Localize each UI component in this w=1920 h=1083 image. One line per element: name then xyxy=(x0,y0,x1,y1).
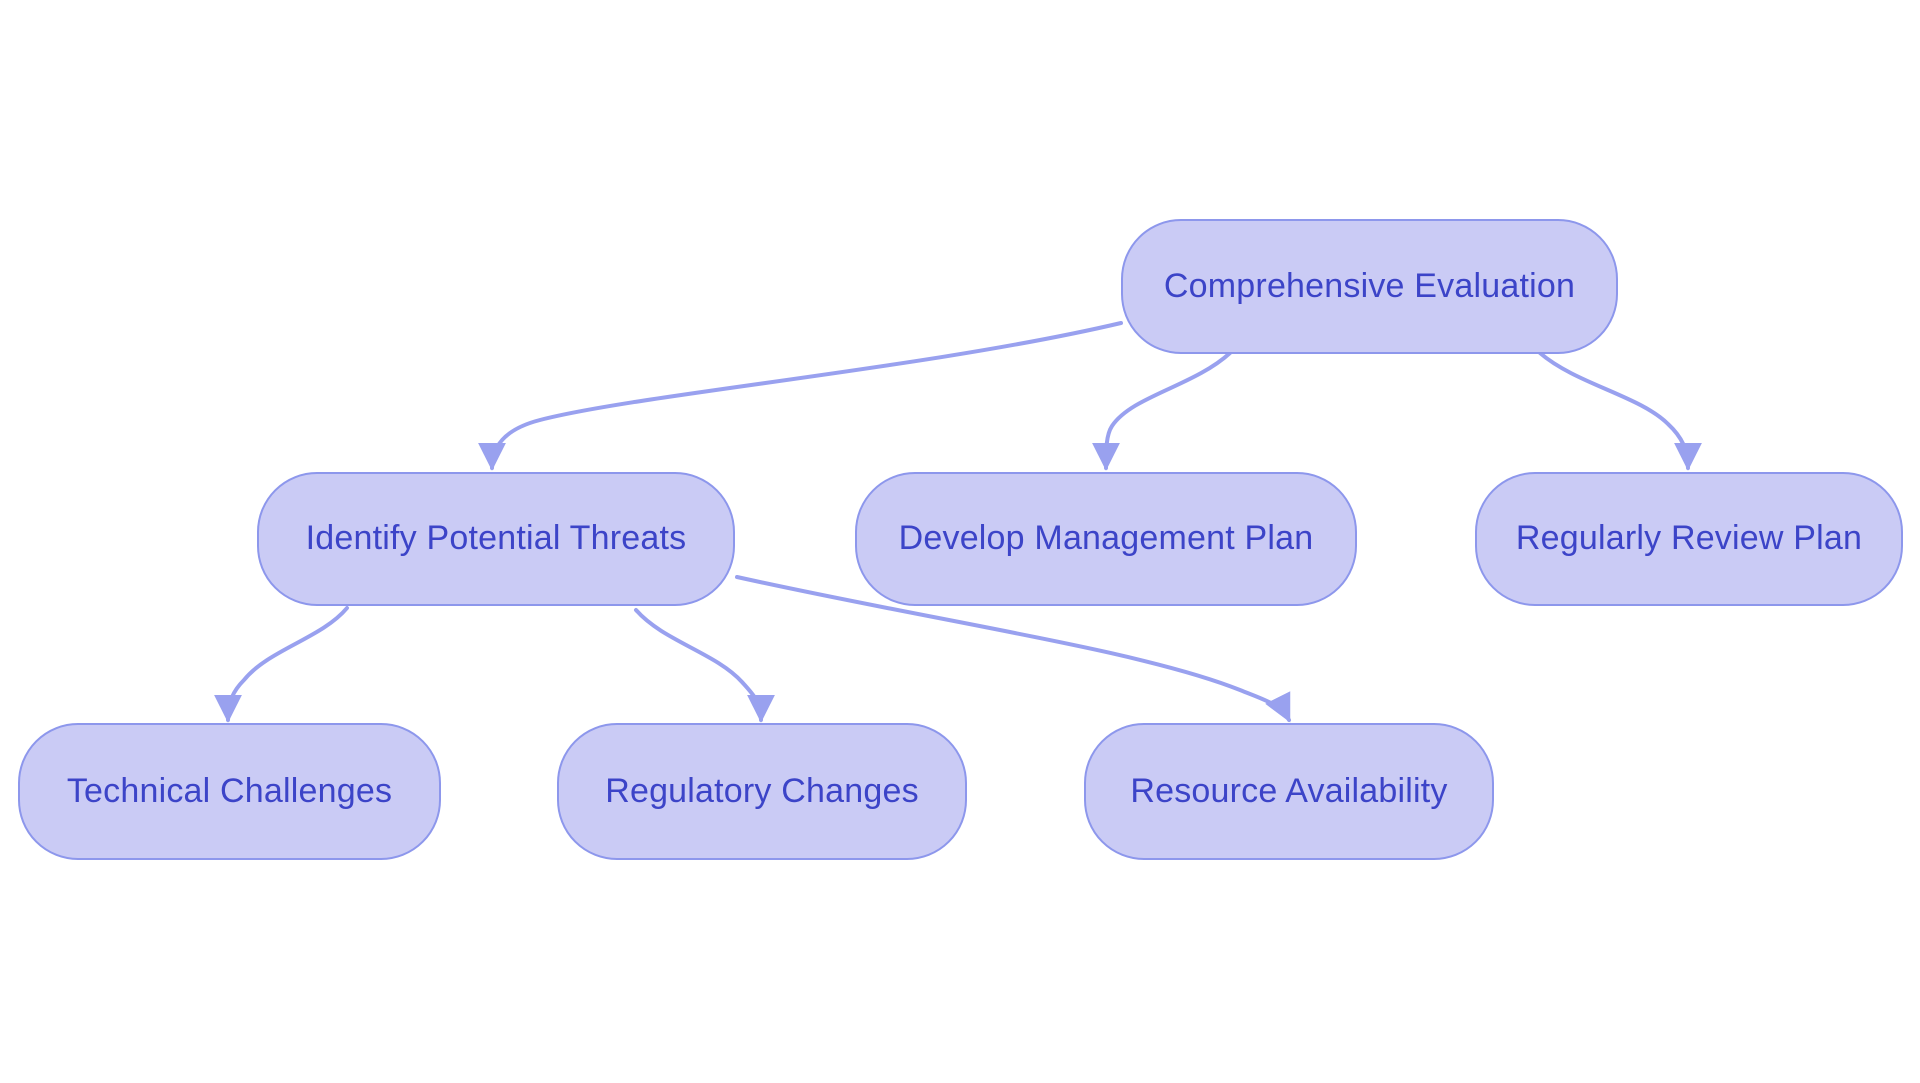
node-label: Identify Potential Threats xyxy=(305,519,687,558)
node-technical-challenges: Technical Challenges xyxy=(18,723,441,860)
node-label: Regulatory Changes xyxy=(605,771,919,810)
node-label: Regularly Review Plan xyxy=(1515,519,1863,558)
edge-comprehensive-to-review xyxy=(1538,351,1702,471)
node-comprehensive-evaluation: Comprehensive Evaluation xyxy=(1121,219,1618,354)
node-label: Resource Availability xyxy=(1130,771,1448,810)
edge-comprehensive-to-develop xyxy=(1092,351,1232,471)
edge-comprehensive-to-identify xyxy=(478,321,1123,471)
node-label: Comprehensive Evaluation xyxy=(1163,266,1576,305)
node-regulatory-changes: Regulatory Changes xyxy=(557,723,967,860)
edge-identify-to-regulatory xyxy=(634,608,775,723)
node-label: Technical Challenges xyxy=(66,771,393,810)
node-develop-management-plan: Develop Management Plan xyxy=(855,472,1357,606)
node-resource-availability: Resource Availability xyxy=(1084,723,1494,860)
node-identify-potential-threats: Identify Potential Threats xyxy=(257,472,735,606)
node-label: Develop Management Plan xyxy=(898,519,1314,558)
edge-identify-to-technical xyxy=(214,606,349,723)
node-regularly-review-plan: Regularly Review Plan xyxy=(1475,472,1903,606)
